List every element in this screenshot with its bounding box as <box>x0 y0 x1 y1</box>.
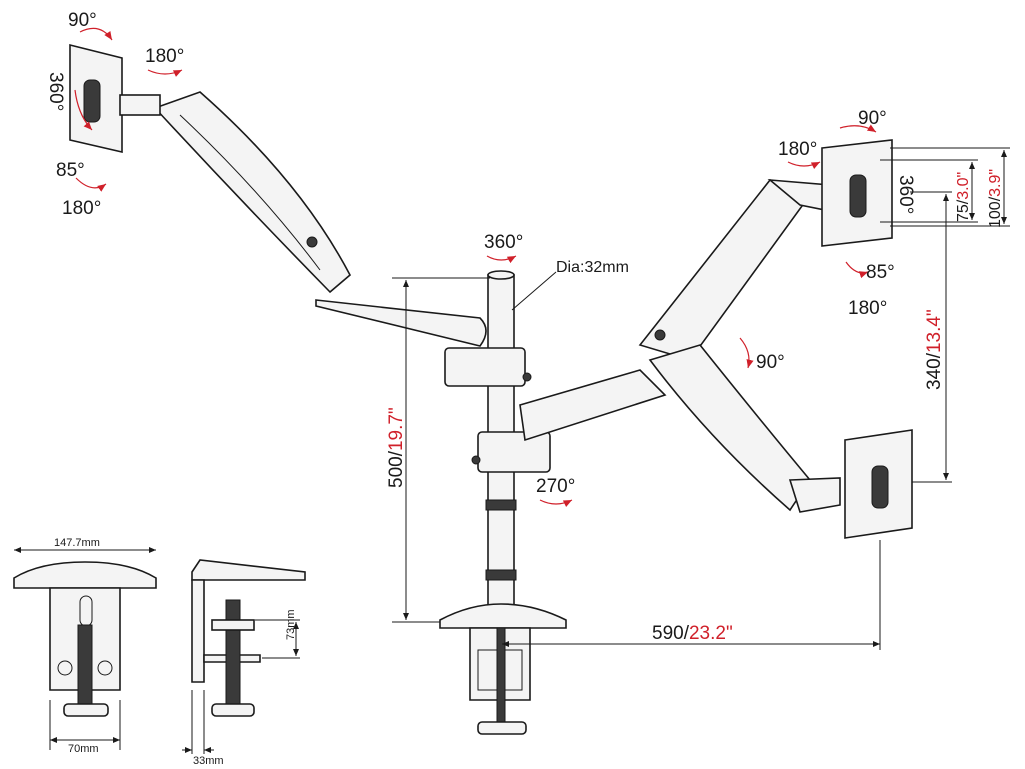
clamp-front-view <box>13 547 157 750</box>
vesa-dimension-lines <box>880 147 1010 227</box>
clamp-side-view <box>182 559 306 754</box>
lower-arm-rotation-label: 270° <box>536 476 575 497</box>
left-pan2-label: 180° <box>62 198 101 219</box>
base-clamp <box>469 627 531 735</box>
right-swivel-label: 180° <box>778 139 817 160</box>
clamp-top-width-label: 147.7mm <box>54 537 100 549</box>
right-pan2-label: 180° <box>848 298 887 319</box>
left-swivel-label: 180° <box>145 46 184 67</box>
monitor-offset-label: 340/13.4" <box>924 309 945 390</box>
left-pan-label: 85° <box>56 160 85 181</box>
vesa-small-label: 75/3.0" <box>955 172 972 222</box>
right-pan-label: 85° <box>866 262 895 283</box>
left-tilt-label: 90° <box>68 10 97 31</box>
right-rotate-label: 360° <box>895 175 916 214</box>
lower-arm-collar <box>471 431 551 473</box>
right-lower-monitor-plate <box>844 429 913 539</box>
desk-base <box>439 603 567 629</box>
pole-rotation-label: 360° <box>484 232 523 253</box>
arm-tilt-label: 90° <box>756 352 785 373</box>
right-lower-gas-spring-arm <box>648 344 841 513</box>
left-rotate-label: 360° <box>45 72 66 111</box>
upper-arm-link <box>315 299 487 347</box>
clamp-side-depth-label: 33mm <box>193 755 224 767</box>
reach-dimension-label: 590/23.2" <box>652 623 733 644</box>
upper-arm-collar <box>444 347 532 387</box>
left-monitor-plate <box>69 43 161 154</box>
vesa-large-label: 100/3.9" <box>987 169 1004 228</box>
rotation-arcs <box>74 27 877 507</box>
height-dimension-line <box>392 277 490 623</box>
right-upper-monitor-plate <box>821 139 893 247</box>
lower-arm-link <box>519 369 667 442</box>
reach-dimension-line <box>502 540 881 650</box>
right-tilt-label: 90° <box>858 108 887 129</box>
clamp-bottom-width-label: 70mm <box>68 743 99 755</box>
right-upper-gas-spring-arm <box>638 178 831 361</box>
diameter-leader <box>511 271 557 311</box>
left-gas-spring-arm <box>153 91 352 294</box>
diameter-label: Dia:32mm <box>556 259 629 276</box>
clamp-side-height-label: 73mm <box>285 609 297 640</box>
height-dimension-label: 500/19.7" <box>386 407 407 488</box>
monitor-offset-dimension-line <box>910 191 952 483</box>
